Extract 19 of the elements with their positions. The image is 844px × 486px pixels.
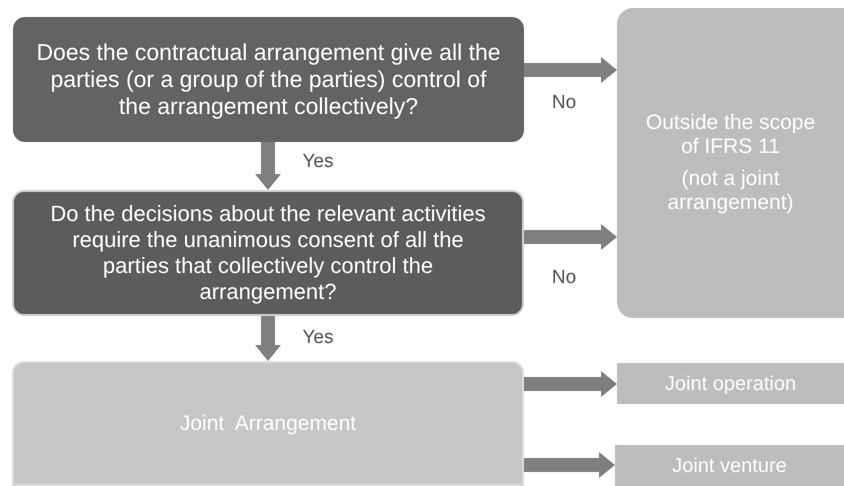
decision-box bbox=[12, 190, 524, 316]
block-arrow bbox=[255, 316, 281, 361]
node-text: Joint Arrangement bbox=[180, 410, 356, 437]
node-text: Outside the scope of IFRS 11 bbox=[644, 111, 816, 159]
node-text: Joint venture bbox=[672, 454, 787, 478]
block-arrow bbox=[524, 452, 615, 478]
node-text: Joint operation bbox=[664, 372, 796, 396]
outcome-box bbox=[617, 363, 844, 404]
node-text: (not a joint arrangement) bbox=[666, 167, 795, 215]
block-arrow bbox=[524, 371, 617, 397]
outcome-box bbox=[617, 8, 844, 318]
result-box bbox=[12, 361, 524, 486]
decision-box bbox=[13, 17, 524, 142]
block-arrow bbox=[524, 57, 617, 83]
node-text: Does the contractual arrangement give all the parties (or a group of the parties) control of the arrangement collectively? bbox=[35, 39, 502, 120]
node-text: Do the decisions about the relevant activities require the unanimous consent of all the parties that collectively control the arrangement? bbox=[49, 201, 487, 305]
block-arrow bbox=[524, 224, 617, 250]
block-arrow bbox=[255, 142, 281, 190]
outcome-box bbox=[615, 445, 844, 486]
